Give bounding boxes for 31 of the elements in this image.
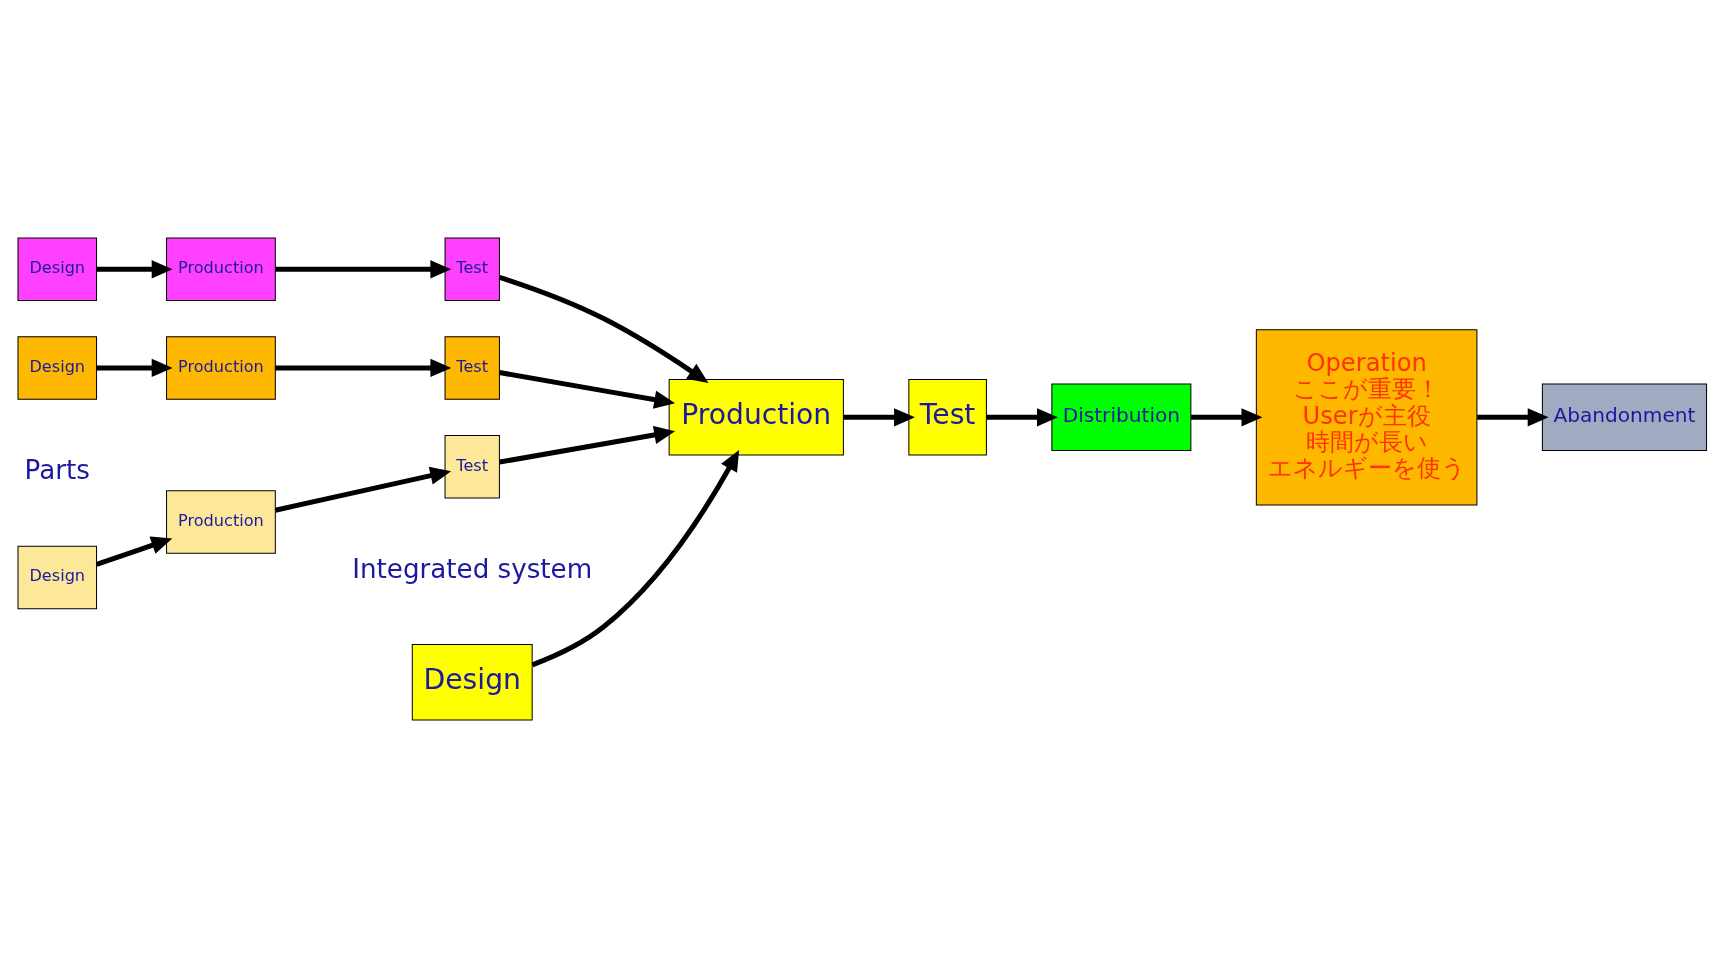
node-box: Test [444,335,500,400]
node-box: Production [668,378,844,456]
arrow [531,449,740,667]
node-box: Production [166,237,276,301]
node-box: Abandonment [1541,383,1708,451]
label: Integrated system [352,553,593,584]
arrow [499,425,676,465]
arrow [1191,407,1263,426]
node-box: Test [444,237,500,301]
node-box: Production [166,335,276,400]
node-box: Design [411,643,533,720]
label: Parts [24,454,90,485]
node-box: Test [908,378,987,456]
arrow [96,259,173,278]
node-box: Test [444,434,500,498]
arrow [1477,407,1549,426]
arrow [95,536,173,567]
arrow [274,466,452,513]
node-box: Design [17,237,98,301]
arrow [275,358,452,377]
node-box: Distribution [1051,383,1192,451]
arrow [843,407,915,426]
node-box: Production [166,489,276,554]
node-box: Operation ここが重要！ Userが主役 時間が長い エネルギーを使う [1255,328,1478,505]
arrow [499,369,676,409]
arrow [986,407,1058,426]
node-box: Design [17,545,98,609]
arrow [498,274,709,383]
arrow [275,259,452,278]
arrow [96,358,173,377]
node-box: Design [17,335,98,400]
